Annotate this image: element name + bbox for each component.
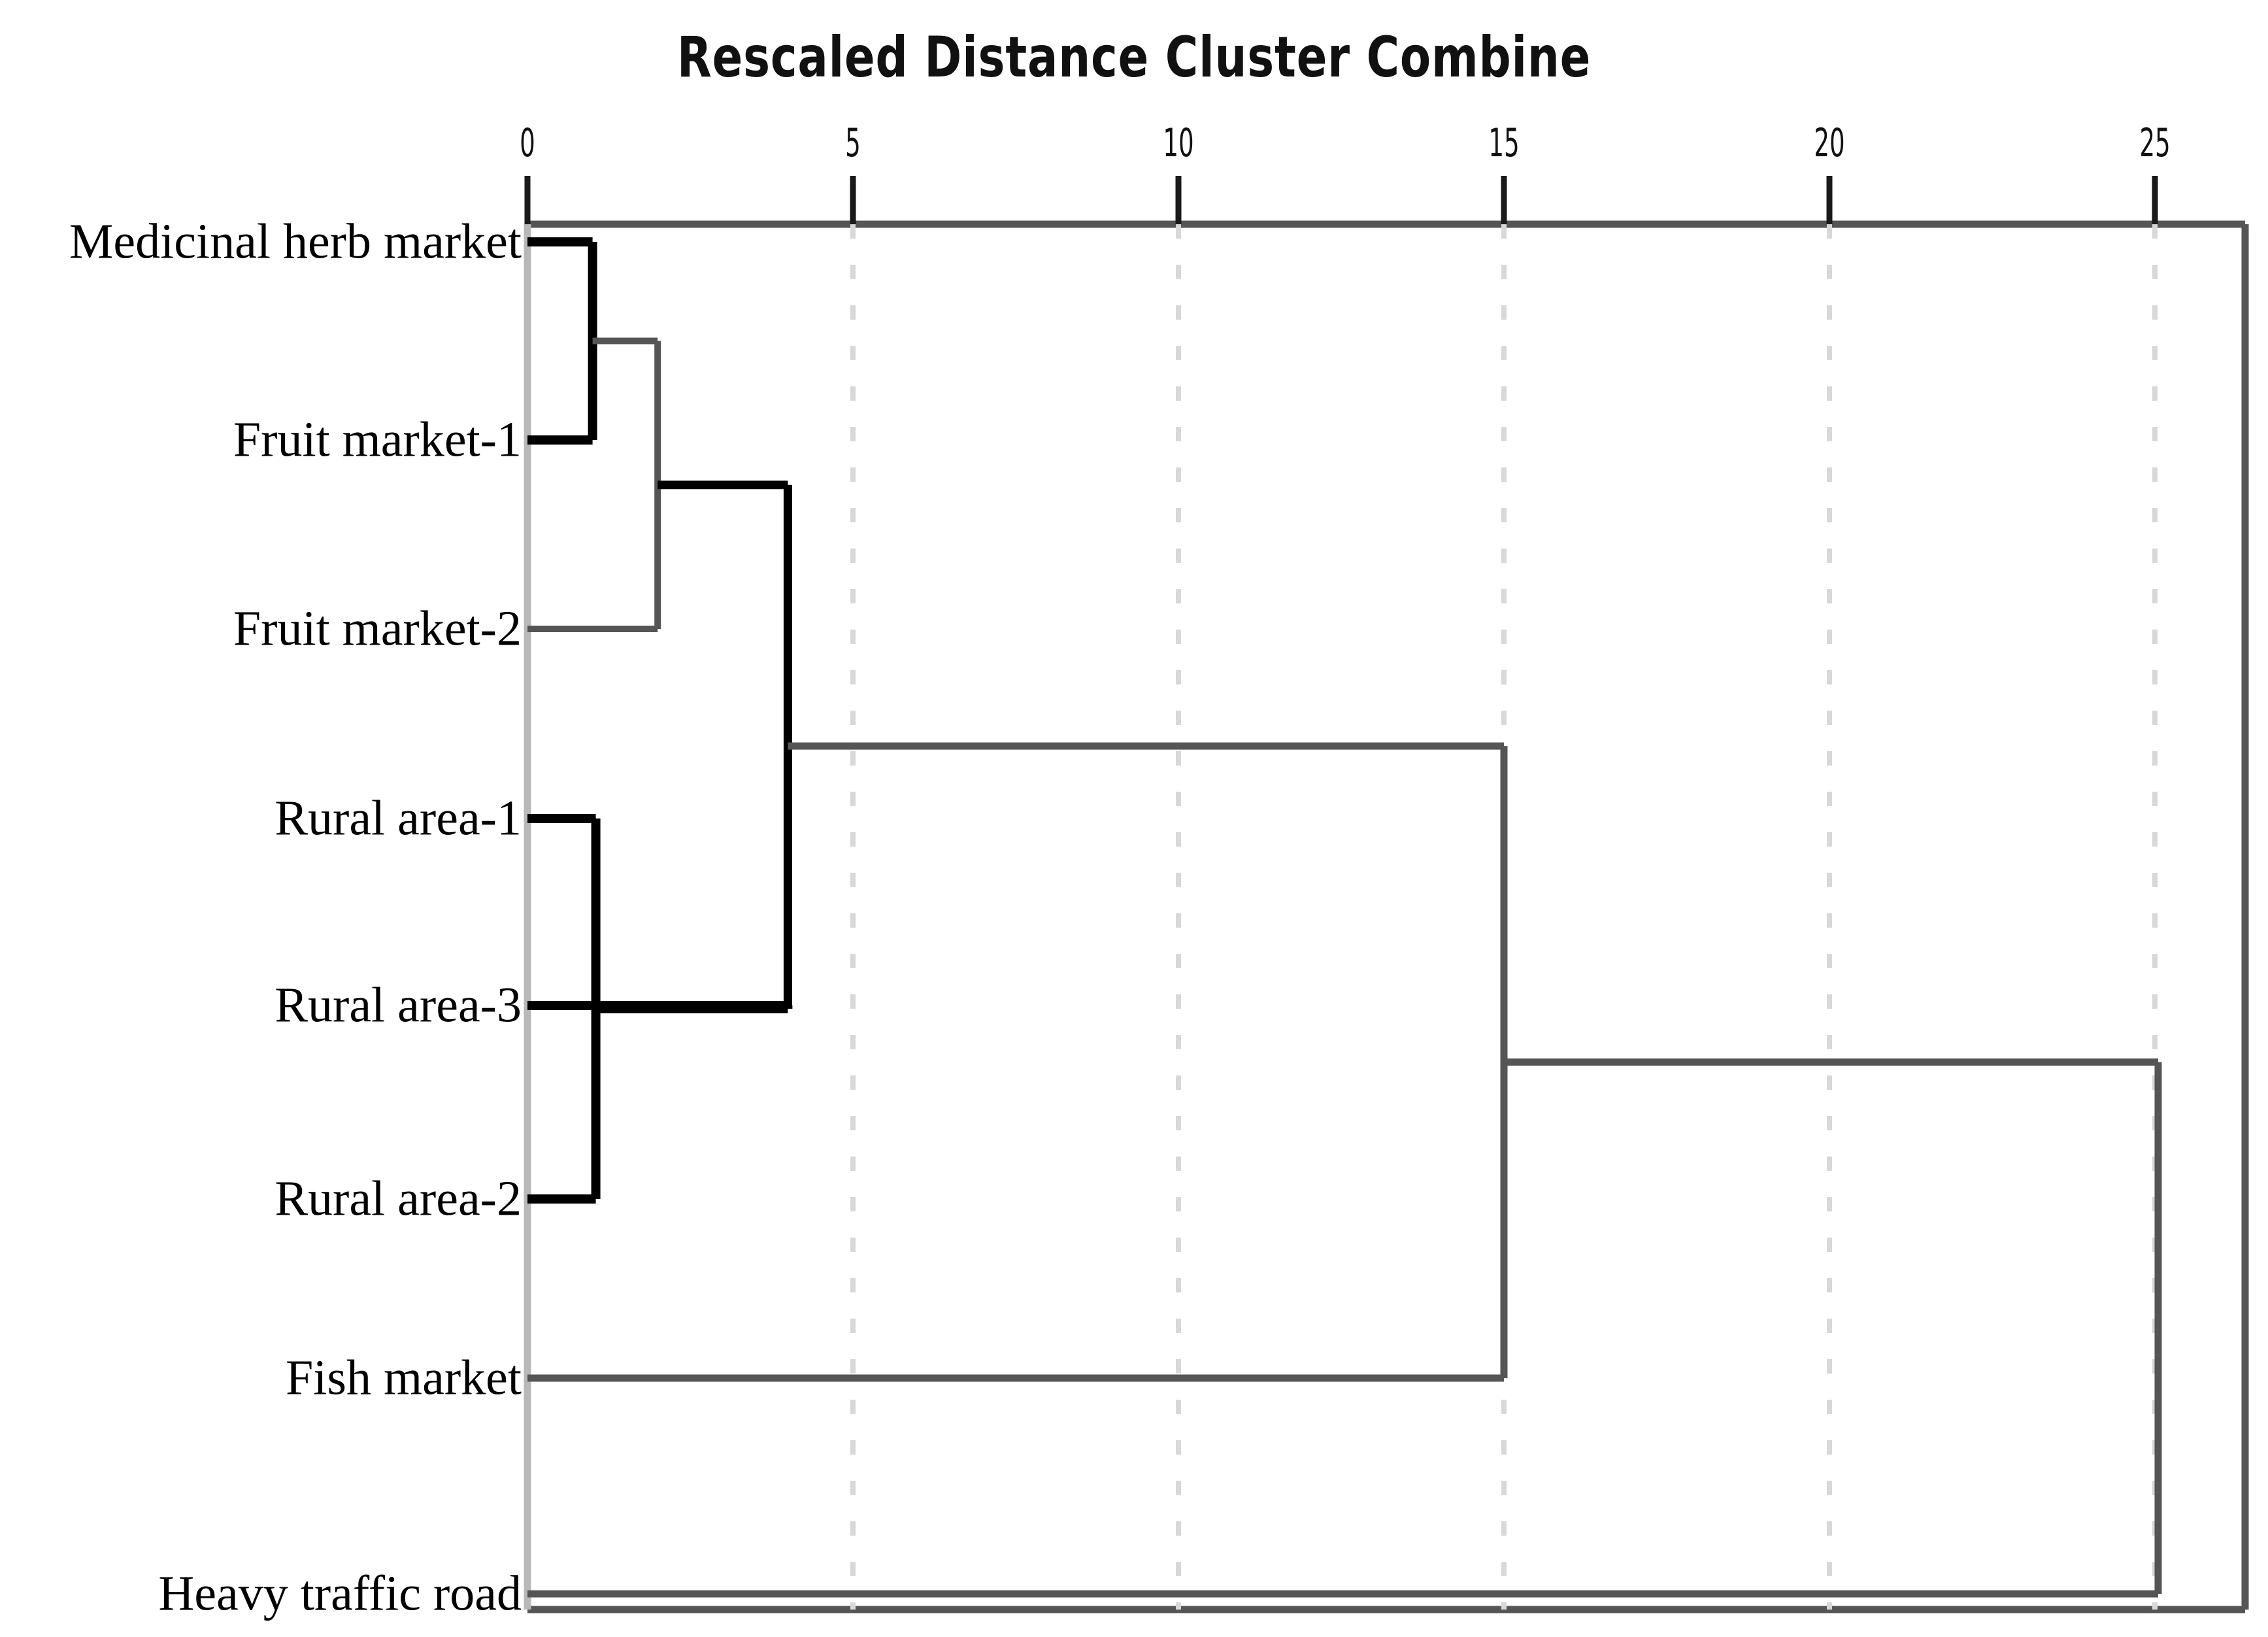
leaf-label-rural-area-3: Rural area-3 xyxy=(275,977,522,1033)
x-tick-label-15: 15 xyxy=(1488,120,1520,166)
leaf-label-rural-area-1: Rural area-1 xyxy=(275,790,522,846)
x-tick-label-5: 5 xyxy=(845,120,861,166)
x-tick-label-25: 25 xyxy=(2139,120,2171,166)
leaf-label-medicinal-herb-market: Medicinal herb market xyxy=(69,214,522,269)
leaf-label-fish-market: Fish market xyxy=(286,1350,522,1406)
x-tick-label-10: 10 xyxy=(1163,120,1194,166)
x-tick-label-20: 20 xyxy=(1814,120,1845,166)
leaf-label-fruit-market-1: Fruit market-1 xyxy=(233,412,522,467)
leaf-label-heavy-traffic-road: Heavy traffic road xyxy=(158,1566,522,1621)
leaf-label-fruit-market-2: Fruit market-2 xyxy=(233,601,522,656)
leaf-label-rural-area-2: Rural area-2 xyxy=(275,1171,522,1226)
x-tick-label-0: 0 xyxy=(520,120,535,166)
chart-title: Rescaled Distance Cluster Combine xyxy=(676,25,1592,90)
